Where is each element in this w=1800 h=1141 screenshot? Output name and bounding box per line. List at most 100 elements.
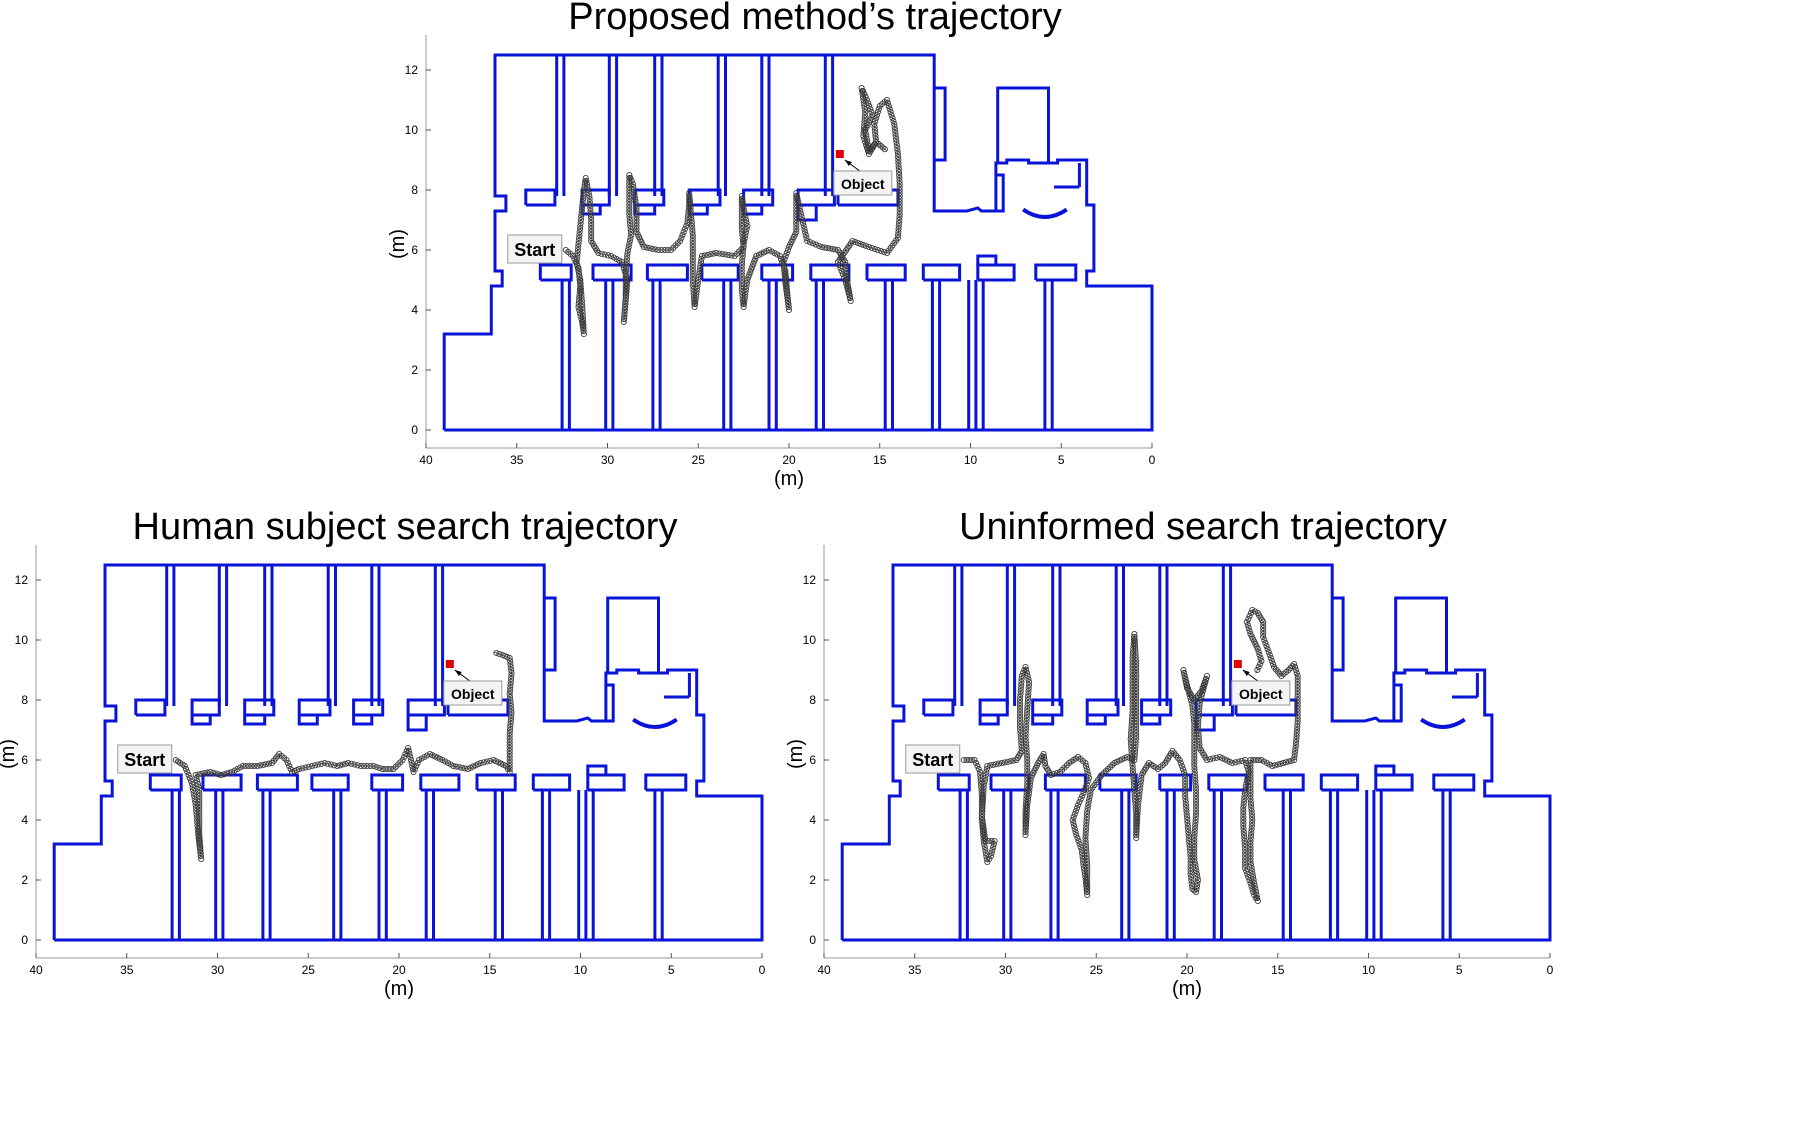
trajectory-point	[689, 231, 696, 239]
y-tick-label: 10	[15, 633, 29, 647]
y-axis-label: (m)	[0, 739, 19, 769]
floor-plan-wall	[989, 773, 1031, 792]
trajectory-point	[968, 756, 975, 764]
trajectory-point	[1240, 798, 1247, 806]
trajectory-point	[587, 207, 594, 215]
trajectory-point	[1102, 767, 1109, 775]
trajectory-point	[1252, 888, 1260, 896]
trajectory-point	[741, 210, 748, 218]
trajectory-point	[980, 834, 987, 842]
trajectory-point	[588, 234, 595, 242]
trajectory-point	[719, 250, 726, 258]
trajectory-point	[1193, 789, 1200, 797]
trajectory-point	[1069, 816, 1076, 824]
trajectory-point	[1183, 807, 1190, 815]
trajectory-point	[1258, 657, 1265, 665]
trajectory-point	[1294, 687, 1301, 695]
trajectory-point	[1243, 762, 1250, 770]
floor-plan-wall	[633, 188, 666, 207]
floor-plan-wall	[475, 773, 517, 792]
trajectory-point	[1195, 717, 1202, 725]
trajectory-point	[405, 747, 412, 755]
trajectory-point	[1133, 699, 1140, 707]
trajectory-point	[1263, 642, 1270, 650]
trajectory-point	[1246, 627, 1253, 635]
trajectory-point	[1292, 744, 1299, 752]
floor-plan-wall	[297, 715, 319, 726]
trajectory-point	[506, 693, 514, 701]
trajectory-point	[1193, 786, 1200, 794]
trajectory-point	[1195, 711, 1202, 719]
floor-plan-wall	[190, 698, 221, 717]
x-tick-label: 25	[302, 963, 316, 977]
trajectory-point	[1187, 855, 1194, 863]
trajectory-point	[1133, 717, 1140, 725]
y-tick-label: 0	[21, 933, 28, 947]
trajectory-point	[621, 303, 629, 311]
y-tick-label: 12	[405, 63, 419, 77]
trajectory-point	[336, 762, 344, 769]
trajectory-point	[1193, 801, 1200, 809]
trajectory-point	[507, 678, 514, 686]
trajectory-point	[1082, 837, 1089, 845]
trajectory-point	[1024, 762, 1031, 770]
trajectory-point	[1247, 843, 1254, 851]
trajectory-point	[698, 255, 705, 263]
trajectory-point	[318, 760, 325, 767]
trajectory-point	[1247, 831, 1255, 839]
trajectory-point	[1084, 777, 1091, 785]
trajectory-point	[496, 650, 503, 658]
trajectory-point	[1186, 843, 1193, 851]
trajectory-point	[586, 192, 593, 200]
trajectory-point	[345, 759, 352, 767]
trajectory-point	[1240, 801, 1247, 809]
trajectory-point	[196, 816, 203, 824]
trajectory-point	[979, 819, 986, 827]
trajectory-point	[348, 760, 355, 767]
trajectory-point	[783, 291, 791, 299]
trajectory-point	[1191, 858, 1198, 866]
trajectory-point	[1024, 759, 1031, 767]
trajectory-point	[982, 774, 989, 782]
trajectory-point	[1129, 708, 1136, 716]
trajectory-point	[809, 240, 817, 247]
trajectory-point	[1187, 849, 1194, 857]
trajectory-point	[1022, 729, 1029, 737]
trajectory-point	[896, 207, 903, 215]
trajectory-point	[198, 855, 205, 863]
trajectory-point	[321, 759, 328, 767]
trajectory-point	[1196, 702, 1203, 710]
trajectory-point	[740, 201, 747, 209]
trajectory-point	[579, 315, 587, 323]
trajectory-point	[1085, 798, 1092, 806]
trajectory-point	[1191, 849, 1198, 857]
trajectory-point	[1193, 792, 1200, 800]
y-tick-label: 6	[411, 243, 418, 257]
trajectory-point	[1241, 834, 1248, 842]
trajectory-point	[1193, 885, 1200, 893]
trajectory-point	[1240, 810, 1247, 818]
trajectory-point	[1187, 852, 1194, 860]
trajectory-point	[1130, 777, 1137, 785]
trajectory-point	[573, 258, 580, 266]
trajectory-point	[1248, 828, 1255, 836]
trajectory-point	[895, 219, 903, 227]
trajectory-point	[508, 672, 515, 680]
trajectory-point	[1195, 729, 1202, 737]
trajectory-point	[1132, 744, 1139, 752]
trajectory-point	[1247, 792, 1254, 800]
x-tick-label: 0	[759, 963, 766, 977]
trajectory-point	[971, 756, 978, 764]
trajectory-point	[1024, 756, 1031, 764]
trajectory-point	[1133, 711, 1140, 719]
start-label-box	[117, 744, 173, 774]
trajectory-point	[890, 117, 897, 125]
trajectory-point	[1025, 795, 1032, 803]
trajectory-point	[1018, 741, 1025, 749]
trajectory-point	[1247, 840, 1254, 848]
trajectory-point	[895, 225, 902, 233]
trajectory-point	[1084, 870, 1091, 878]
x-tick-label: 25	[692, 453, 706, 467]
trajectory-point	[1079, 849, 1086, 857]
trajectory-point	[1246, 876, 1253, 884]
